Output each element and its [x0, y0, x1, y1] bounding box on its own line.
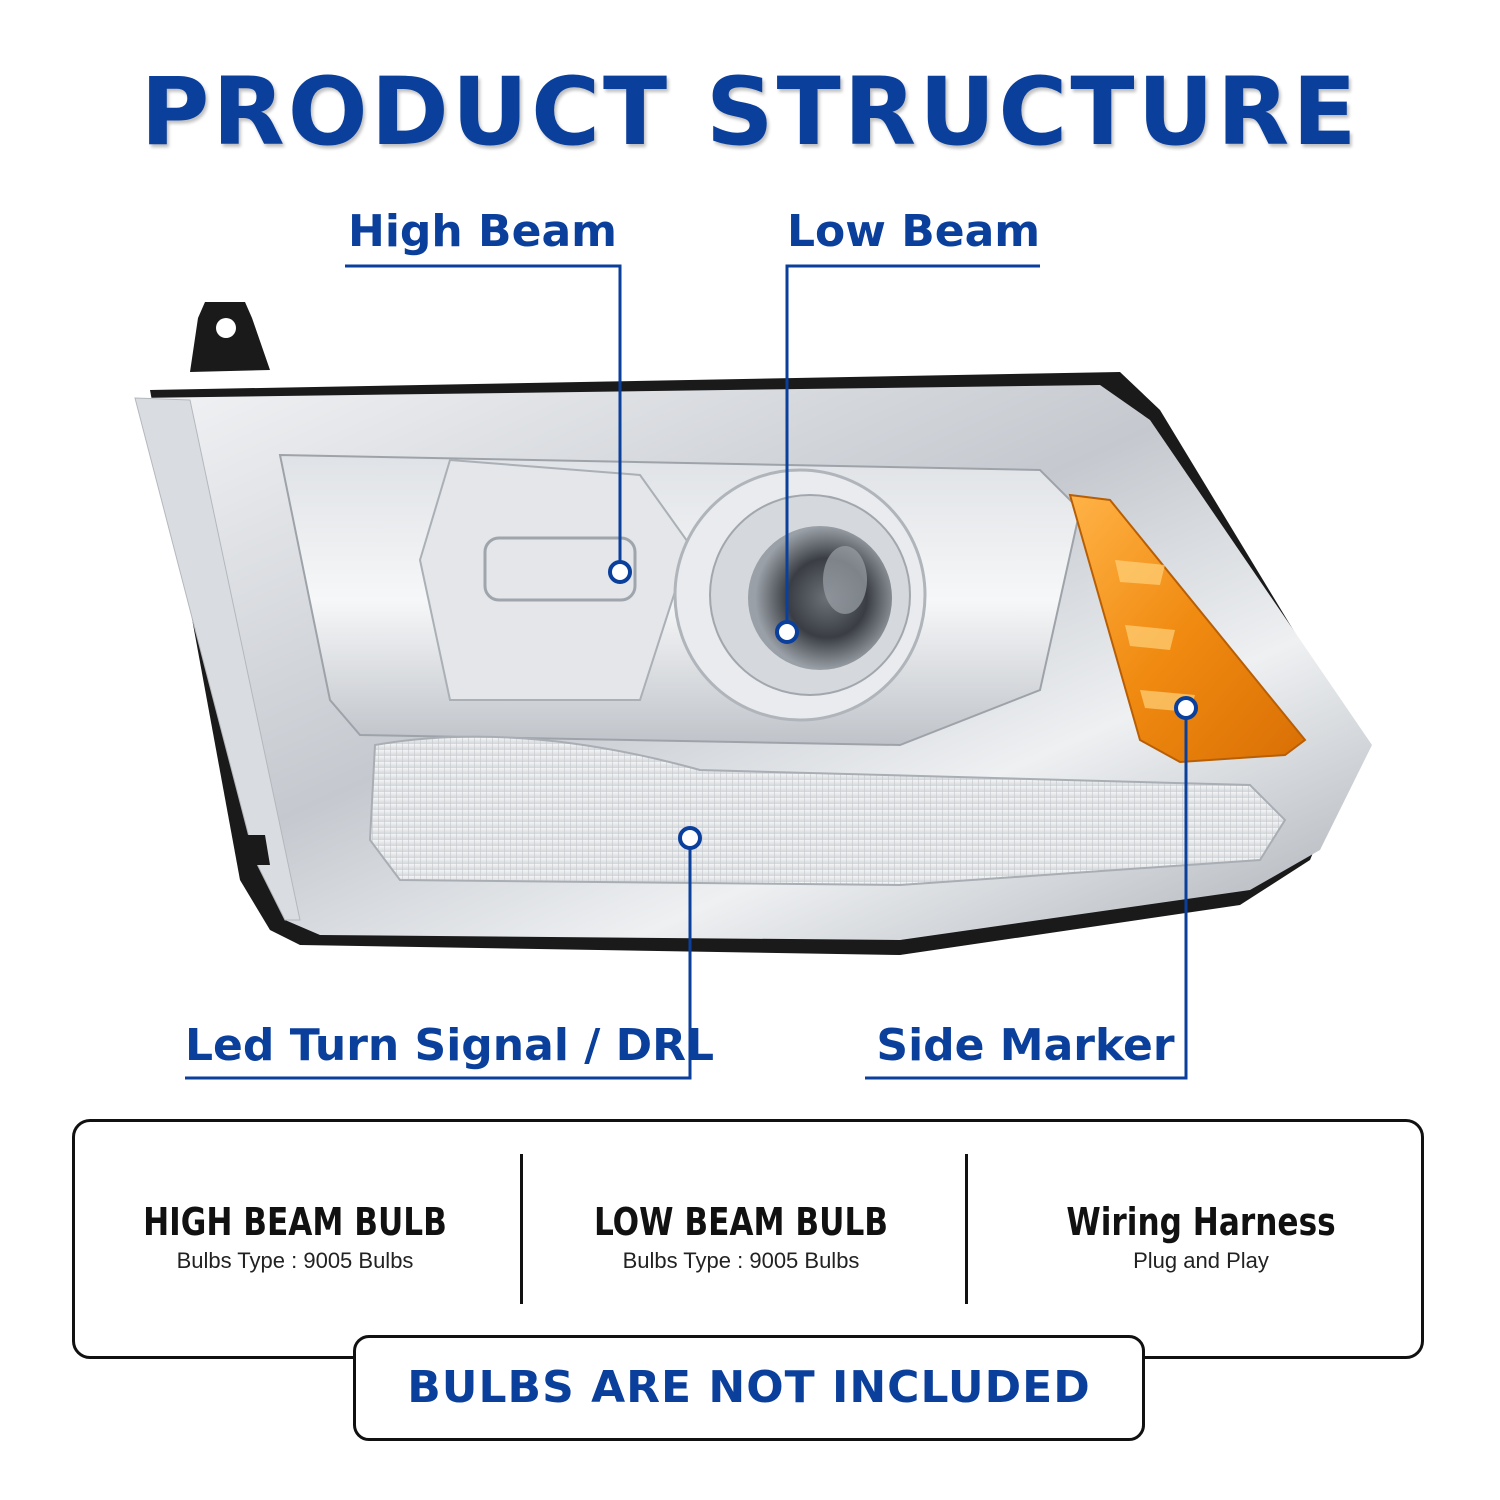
divider — [520, 1154, 523, 1304]
page-title: PRODUCT STRUCTURE — [140, 58, 1360, 167]
callout-lines — [185, 264, 1188, 1080]
specs-panel: HIGH BEAM BULB Bulbs Type : 9005 Bulbs L… — [72, 1119, 1424, 1359]
callout-side-marker: Side Marker — [876, 1020, 1175, 1071]
spec-title: HIGH BEAM BULB — [143, 1200, 447, 1244]
divider — [965, 1154, 968, 1304]
spec-subtitle: Bulbs Type : 9005 Bulbs — [176, 1248, 414, 1273]
spec-wiring-harness: Wiring Harness Plug and Play — [981, 1200, 1421, 1274]
callout-low-beam: Low Beam — [787, 206, 1041, 257]
spec-low-beam: LOW BEAM BULB Bulbs Type : 9005 Bulbs — [521, 1200, 961, 1274]
spec-high-beam: HIGH BEAM BULB Bulbs Type : 9005 Bulbs — [75, 1200, 515, 1274]
spec-subtitle: Plug and Play — [1133, 1248, 1269, 1273]
bulbs-notice-text: BULBS ARE NOT INCLUDED — [407, 1362, 1091, 1413]
callout-high-beam: High Beam — [348, 206, 617, 257]
headlight-housing — [134, 302, 1372, 955]
callout-dots — [608, 560, 1198, 850]
bulbs-notice: BULBS ARE NOT INCLUDED — [353, 1335, 1145, 1441]
spec-subtitle: Bulbs Type : 9005 Bulbs — [622, 1248, 860, 1273]
callout-turn-signal-drl: Led Turn Signal / DRL — [185, 1020, 715, 1071]
spec-title: LOW BEAM BULB — [593, 1200, 889, 1244]
spec-title: Wiring Harness — [1066, 1200, 1336, 1244]
